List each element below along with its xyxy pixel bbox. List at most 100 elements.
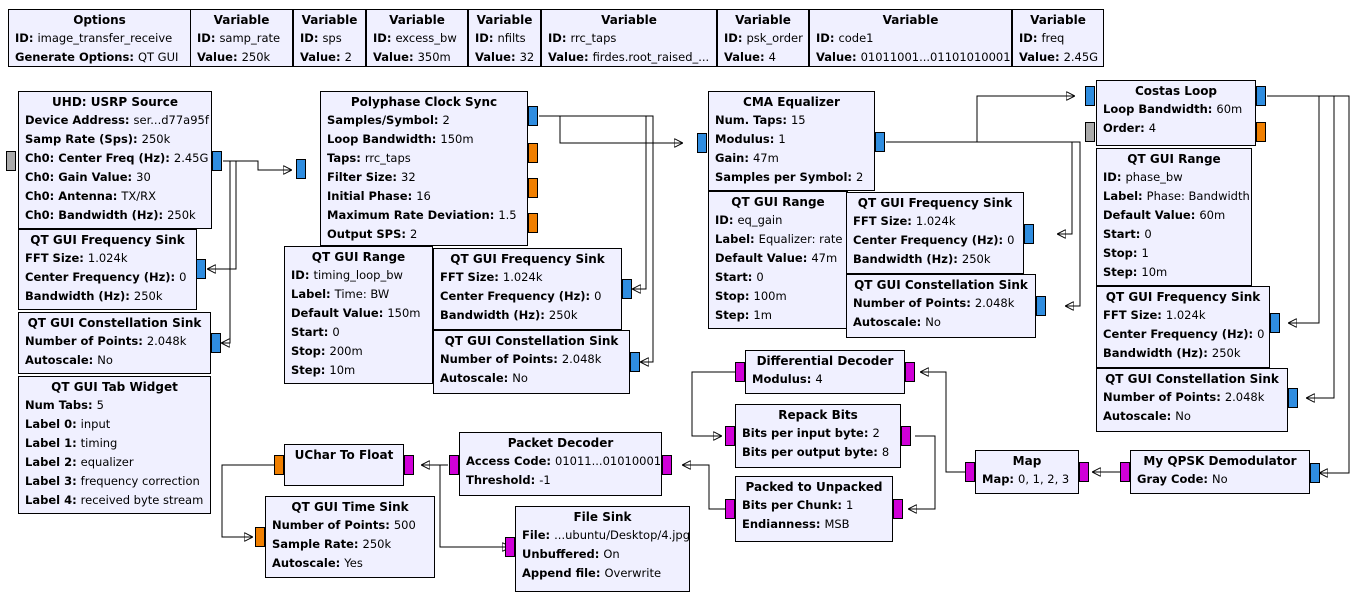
param-value: 1 [846, 498, 854, 512]
block-param: FFT Size: 1.024k [1103, 306, 1263, 325]
const-sink-1-in-port[interactable] [211, 333, 221, 353]
cma-out-port[interactable] [875, 132, 885, 152]
packed-unpacked-out-port[interactable] [725, 499, 735, 519]
param-value: 4 [815, 372, 823, 386]
clock-sync-rate-port[interactable] [528, 178, 538, 198]
uchar-to-float-block[interactable]: UChar To Float [284, 444, 404, 486]
freq-sink-2-in-port[interactable] [622, 279, 632, 299]
map-in-port[interactable] [1079, 462, 1089, 482]
const-sink-4-in-port[interactable] [1288, 388, 1298, 408]
block-param: Start: 0 [291, 323, 426, 342]
wire-diff-decoder-to-repack [691, 371, 735, 436]
param-key: Default Value: [715, 251, 812, 265]
uchar-float-in-port[interactable] [404, 455, 414, 475]
clock-sync-phase-port[interactable] [528, 213, 538, 233]
packet-decoder-in-port[interactable] [662, 455, 672, 475]
param-key: Gray Code: [1137, 472, 1212, 486]
diff-decoder-out-port[interactable] [735, 362, 745, 382]
freq-sink-1-in-port[interactable] [196, 259, 206, 279]
repack-in-port[interactable] [725, 426, 735, 446]
usrp-in-port[interactable] [6, 151, 16, 171]
block-param: Stop: 1 [1103, 244, 1245, 263]
param-value: 0 [332, 325, 340, 339]
param-key: Center Frequency (Hz): [440, 289, 595, 303]
costas-in-port[interactable] [1085, 86, 1095, 106]
param-value: 4 [768, 50, 776, 64]
map-out-port[interactable] [965, 462, 975, 482]
param-key: Number of Points: [853, 296, 975, 310]
block-param: Center Frequency (Hz): 0 [853, 231, 1017, 250]
qpsk-demod-in-port[interactable] [1310, 463, 1320, 483]
diff-decoder-in-port[interactable] [905, 362, 915, 382]
param-value: frequency correction [80, 474, 200, 488]
block-param: Samp Rate (Sps): 250k [25, 130, 205, 149]
clock-sync-err-port[interactable] [528, 143, 538, 163]
freq-sink-3-in-port[interactable] [1024, 224, 1034, 244]
block-param: Autoscale: Yes [272, 554, 428, 573]
packet-decoder-out-port[interactable] [449, 455, 459, 475]
clock-sync-out-port[interactable] [528, 106, 538, 126]
const-sink-3-in-port[interactable] [1036, 296, 1046, 316]
block-param: Autoscale: No [440, 369, 623, 388]
block-param: Ch0: Gain Value: 30 [25, 168, 205, 187]
clock-sync-in-port[interactable] [296, 159, 306, 179]
time-sink-in-port[interactable] [255, 527, 265, 547]
block-param: Default Value: 47m [715, 249, 841, 268]
qpsk-demod-out-port[interactable] [1120, 462, 1130, 482]
cma-in-port[interactable] [697, 133, 707, 153]
const-sink-2-in-port[interactable] [630, 352, 640, 372]
costas-freq-out-port[interactable] [1256, 122, 1266, 142]
param-value: 250k [1211, 346, 1241, 360]
wire-packet-decoder-to-file-sink [439, 464, 510, 547]
usrp-out-port[interactable] [212, 151, 222, 171]
param-value: 500 [393, 518, 416, 532]
freq-sink-4-in-port[interactable] [1270, 313, 1280, 333]
param-value: 2 [442, 113, 450, 127]
param-value: No [1212, 472, 1228, 486]
block-param: Autoscale: No [1103, 407, 1281, 426]
costas-aux-in-port[interactable] [1085, 122, 1095, 142]
file-sink-in-port[interactable] [505, 537, 515, 557]
block-title: Variable [213, 13, 270, 27]
uchar-float-out-port[interactable] [274, 455, 284, 475]
block-param: Label: Phase: Bandwidth [1103, 187, 1250, 206]
repack-out-port[interactable] [901, 426, 911, 446]
costas-out-port[interactable] [1256, 86, 1266, 106]
block-param: Gray Code: No [1137, 470, 1303, 489]
packed-unpacked-in-port[interactable] [893, 499, 903, 519]
